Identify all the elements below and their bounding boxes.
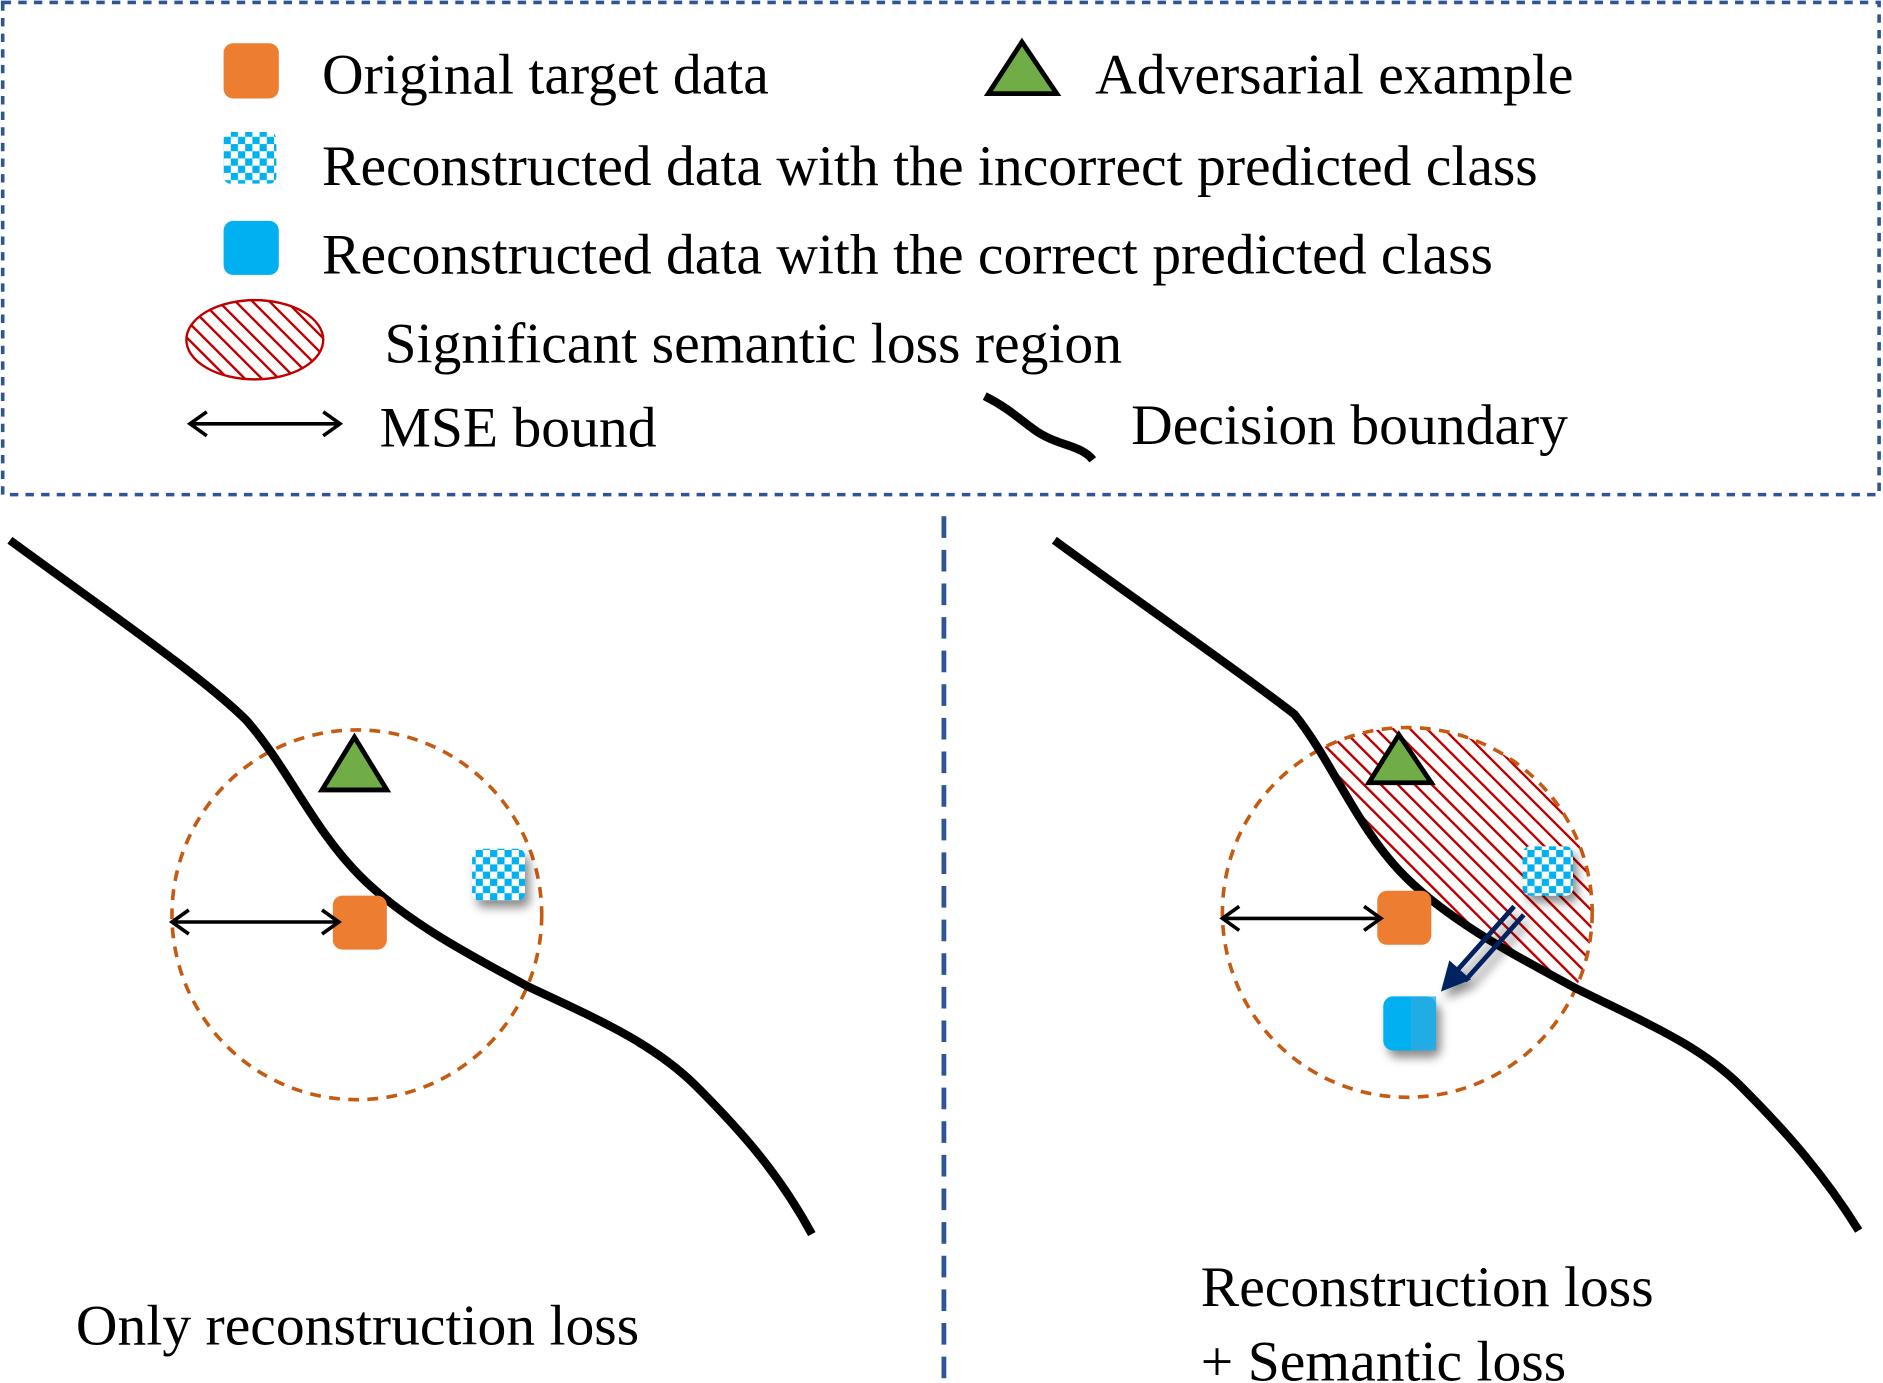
right-panel: Reconstruction loss + Semantic loss — [1051, 536, 1863, 1383]
original-target-square — [1377, 890, 1432, 945]
blue-square-icon — [223, 220, 279, 275]
right-caption-line2: + Semantic loss — [1201, 1331, 1566, 1383]
right-caption-line1: Reconstruction loss — [1201, 1256, 1654, 1319]
boundary-line-icon — [982, 392, 1097, 463]
square-highlight — [1410, 996, 1437, 1051]
mse-bound-arrow — [168, 908, 342, 936]
double-arrow-icon — [186, 410, 344, 438]
legend-original-target: Original target data — [322, 44, 769, 107]
mse-bound-arrow — [1219, 904, 1384, 932]
legend-recon-incorrect: Reconstructed data with the incorrect pr… — [322, 135, 1538, 198]
mse-circle — [170, 728, 544, 1102]
mse-circle — [1220, 725, 1594, 1100]
hatched-ellipse-icon — [185, 298, 325, 381]
adversarial-triangle — [1364, 730, 1436, 786]
legend-mse-bound: MSE bound — [380, 397, 657, 460]
legend-recon-correct: Reconstructed data with the correct pred… — [322, 224, 1493, 287]
left-panel: Only reconstruction loss — [7, 536, 816, 1358]
decision-boundary — [7, 536, 816, 1237]
legend-adversarial: Adversarial example — [1095, 44, 1573, 107]
legend-decision-boundary: Decision boundary — [1131, 394, 1568, 457]
left-caption: Only reconstruction loss — [76, 1295, 639, 1358]
semantic-loss-region — [1248, 727, 1593, 997]
decision-boundary — [1051, 536, 1863, 1233]
legend-semantic-region: Significant semantic loss region — [384, 313, 1122, 376]
green-triangle-icon — [983, 37, 1062, 97]
checker-square-icon — [223, 132, 277, 184]
reconstructed-incorrect-square — [1522, 846, 1573, 896]
orange-square-icon — [223, 43, 279, 99]
reconstructed-incorrect-square — [472, 848, 525, 901]
adversarial-triangle — [317, 732, 392, 793]
original-target-square — [332, 895, 387, 950]
legend-box — [0, 0, 1881, 497]
shift-arrow-icon — [1440, 904, 1526, 992]
